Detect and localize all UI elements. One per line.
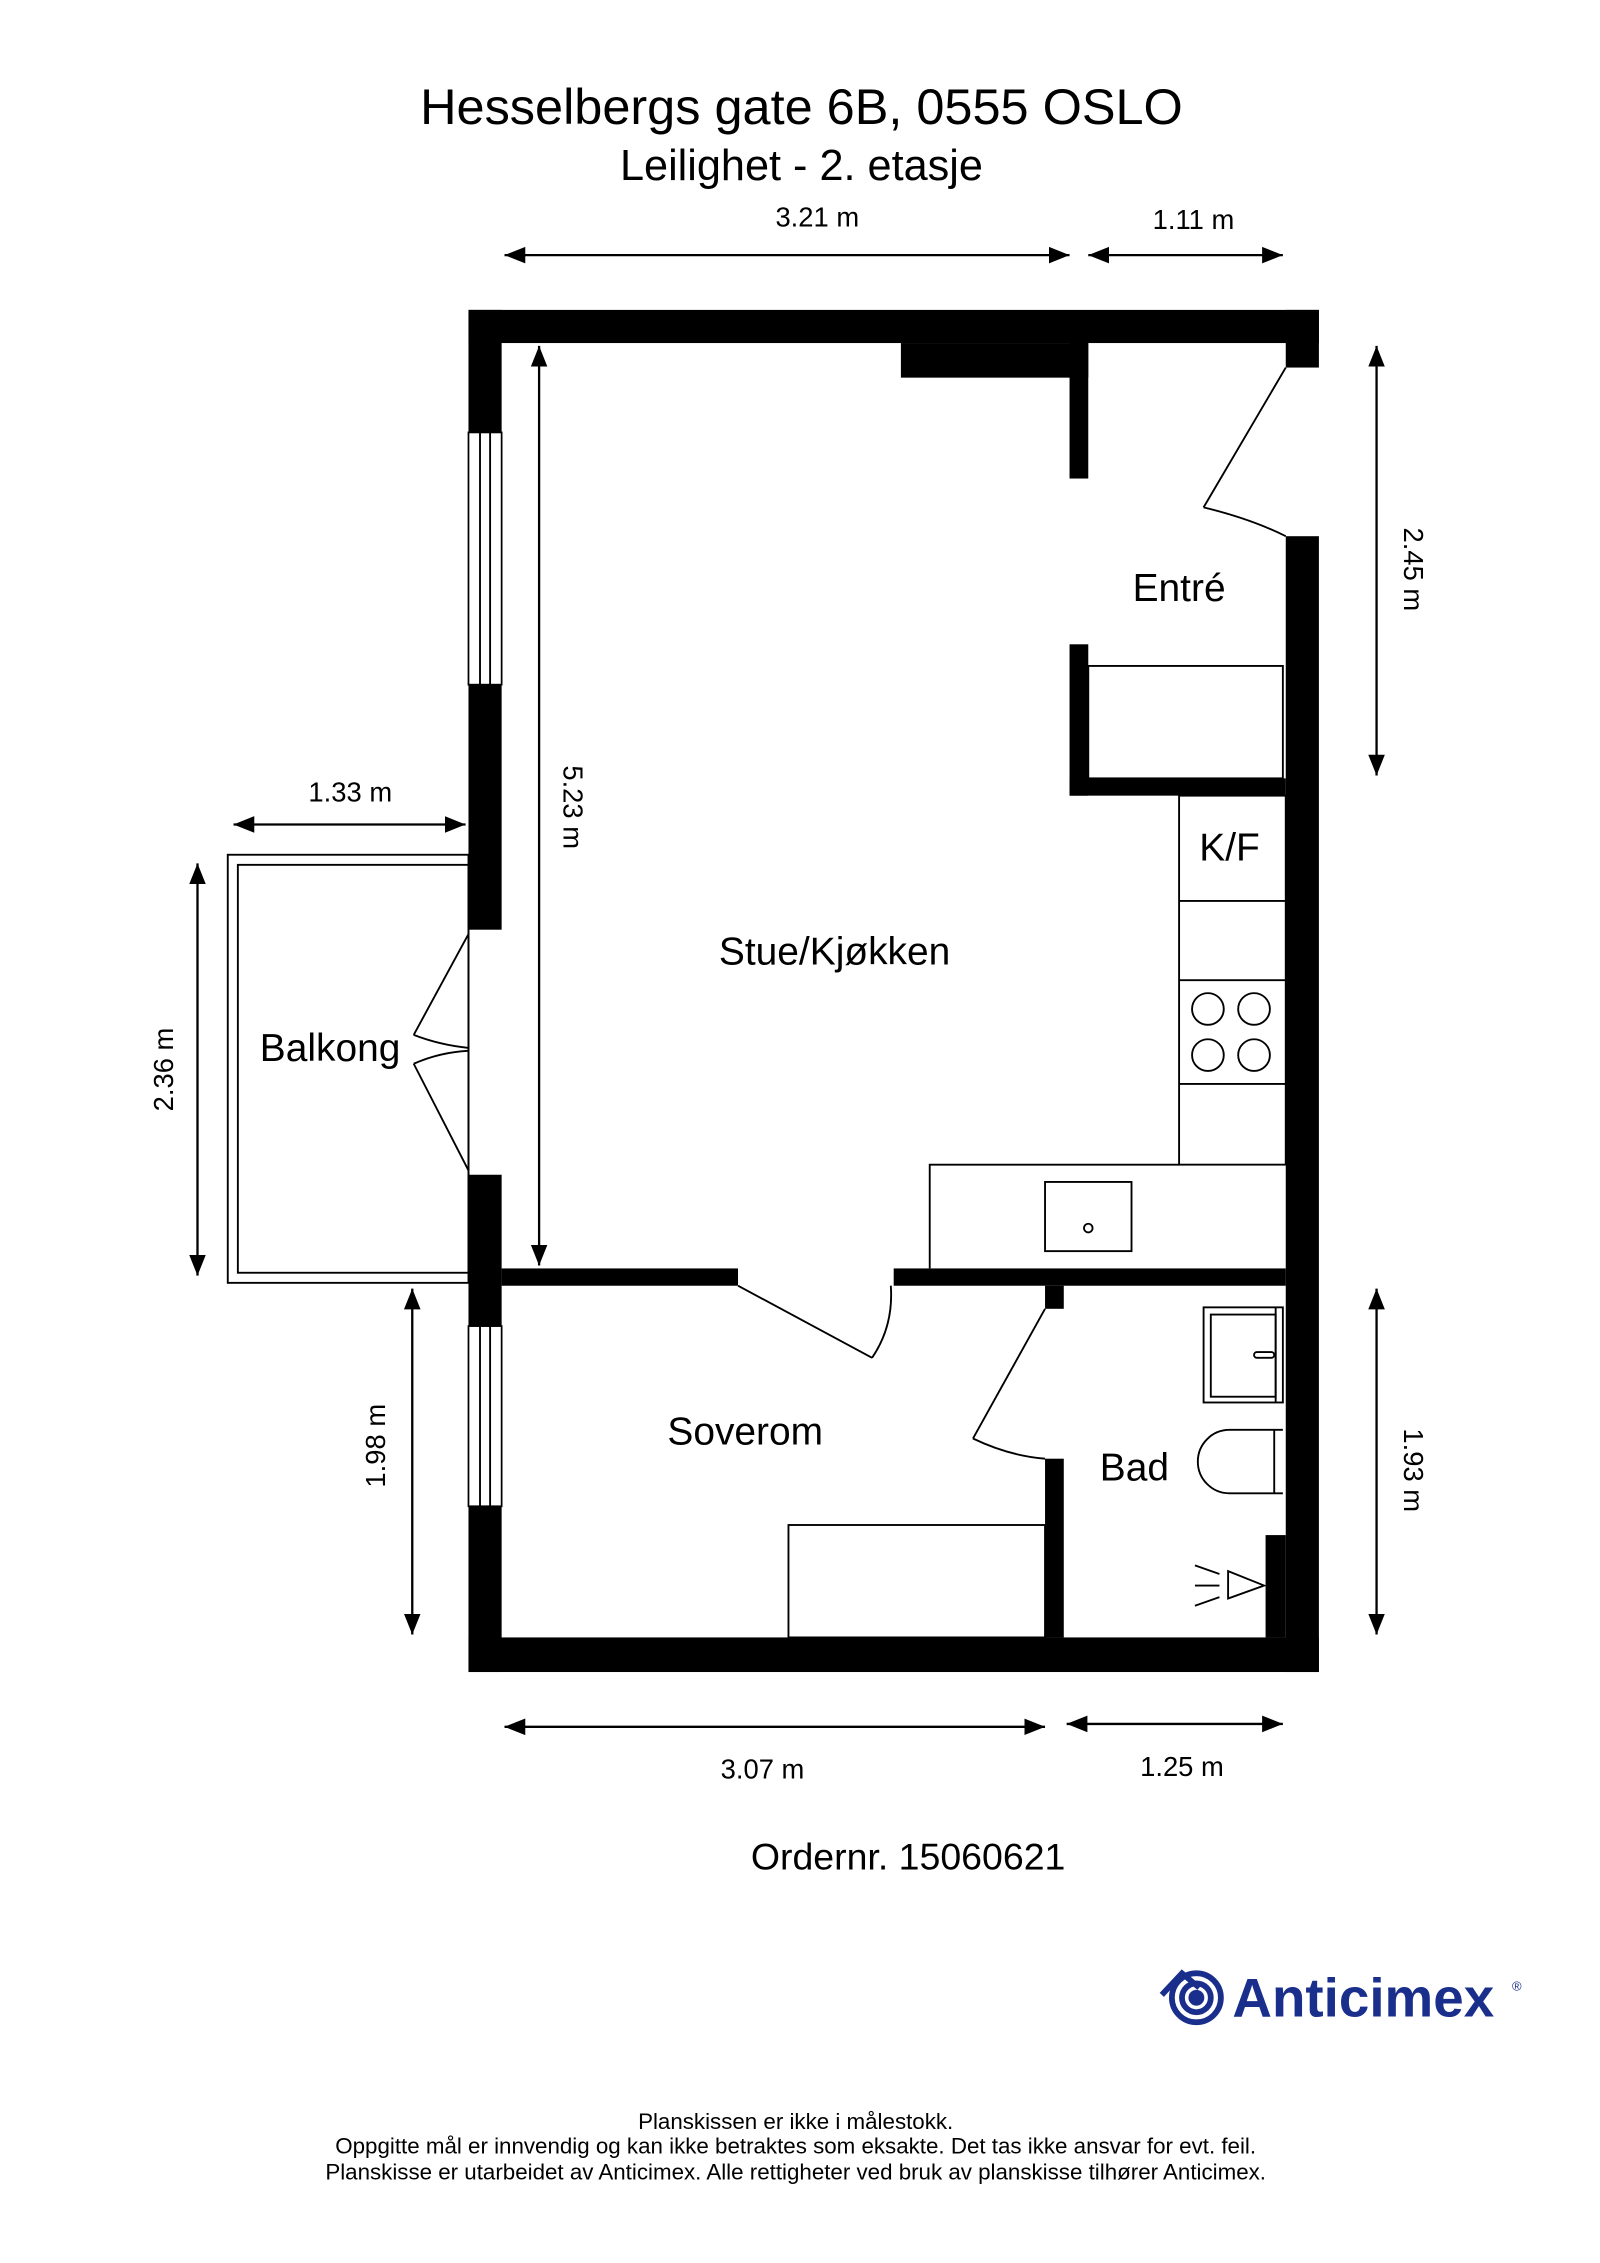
anticimex-logo-icon	[1159, 1969, 1224, 2026]
svg-text:1.98 m: 1.98 m	[360, 1404, 391, 1488]
dimension-bath-height: 1.93 m	[1368, 1288, 1429, 1635]
toilet-icon	[1196, 1428, 1283, 1495]
dimension-living-height: 5.23 m	[530, 345, 589, 1266]
dimension-bedroom-height: 1.98 m	[360, 1288, 421, 1635]
bed	[787, 1524, 1046, 1639]
entry-door	[1202, 367, 1287, 538]
svg-text:3.07 m: 3.07 m	[721, 1754, 805, 1785]
svg-text:3.21 m: 3.21 m	[775, 201, 859, 232]
page-subtitle: Leilighet - 2. etasje	[620, 142, 983, 190]
order-number: Ordernr. 15060621	[751, 1835, 1066, 1877]
room-label-entre: Entré	[1133, 567, 1226, 610]
disclaimer-line-3: Planskisse er utarbeidet av Anticimex. A…	[325, 2159, 1266, 2184]
svg-text:1.93 m: 1.93 m	[1398, 1428, 1429, 1512]
dimension-right-upper: 2.45 m	[1368, 345, 1429, 776]
bathroom-door	[972, 1308, 1046, 1460]
shower-icon	[1202, 1306, 1284, 1404]
dimension-bottom-right: 1.25 m	[1066, 1715, 1283, 1782]
drain-icon	[1194, 1564, 1267, 1607]
dimension-balcony-width: 1.33 m	[233, 776, 466, 833]
window-bedroom	[467, 1325, 503, 1508]
anticimex-logo: Anticimex ®	[1159, 1967, 1522, 2029]
dimension-balcony-height: 2.36 m	[148, 863, 206, 1276]
room-label-balkong: Balkong	[260, 1027, 401, 1070]
disclaimer-line-1: Planskissen er ikke i målestokk.	[638, 2109, 953, 2134]
svg-text:5.23 m: 5.23 m	[558, 765, 589, 849]
svg-text:1.25 m: 1.25 m	[1140, 1751, 1224, 1782]
balcony-door	[412, 933, 470, 1171]
svg-text:2.45 m: 2.45 m	[1398, 528, 1429, 612]
dimension-bottom-left: 3.07 m	[504, 1718, 1046, 1785]
closet	[1087, 664, 1284, 780]
balcony	[226, 853, 470, 1284]
svg-text:®: ®	[1512, 1979, 1522, 1994]
svg-text:1.33 m: 1.33 m	[308, 776, 392, 807]
svg-text:1.11 m: 1.11 m	[1153, 204, 1235, 235]
bedroom-door	[737, 1284, 893, 1359]
room-label-soverom: Soverom	[667, 1410, 823, 1453]
page-title: Hesselbergs gate 6B, 0555 OSLO	[420, 78, 1183, 135]
walls	[468, 309, 1319, 1673]
dimension-top-left: 3.21 m	[504, 201, 1070, 264]
svg-text:2.36 m: 2.36 m	[148, 1028, 179, 1112]
cooktop-icon	[1191, 992, 1271, 1072]
room-label-bad: Bad	[1100, 1446, 1169, 1489]
room-label-kf: K/F	[1199, 827, 1260, 870]
room-label-stue: Stue/Kjøkken	[719, 930, 950, 973]
window-upper	[467, 431, 503, 686]
dimension-top-right: 1.11 m	[1088, 204, 1283, 264]
kitchen-counter	[928, 794, 1287, 1269]
svg-text:Anticimex: Anticimex	[1232, 1967, 1494, 2029]
disclaimer-line-2: Oppgitte mål er innvendig og kan ikke be…	[335, 2133, 1256, 2158]
